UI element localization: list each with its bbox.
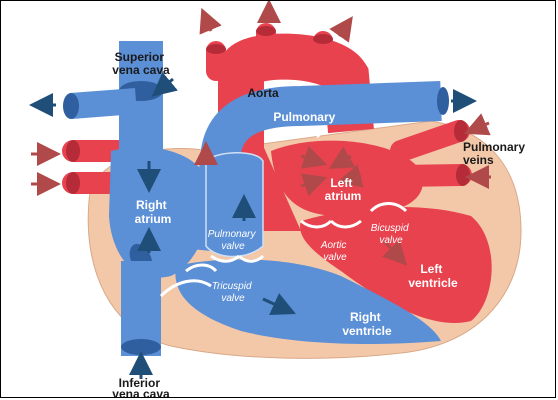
inferior-vena-cava (121, 261, 161, 356)
label-inferior-vena-cava: Inferior vena cava (112, 376, 170, 398)
label-right-atrium: Right atrium (135, 198, 172, 226)
label-aortic-valve: Aortic valve (320, 240, 349, 263)
label-superior-vena-cava: Superior vena cava (112, 50, 170, 77)
label-aorta: Aorta (247, 86, 279, 100)
